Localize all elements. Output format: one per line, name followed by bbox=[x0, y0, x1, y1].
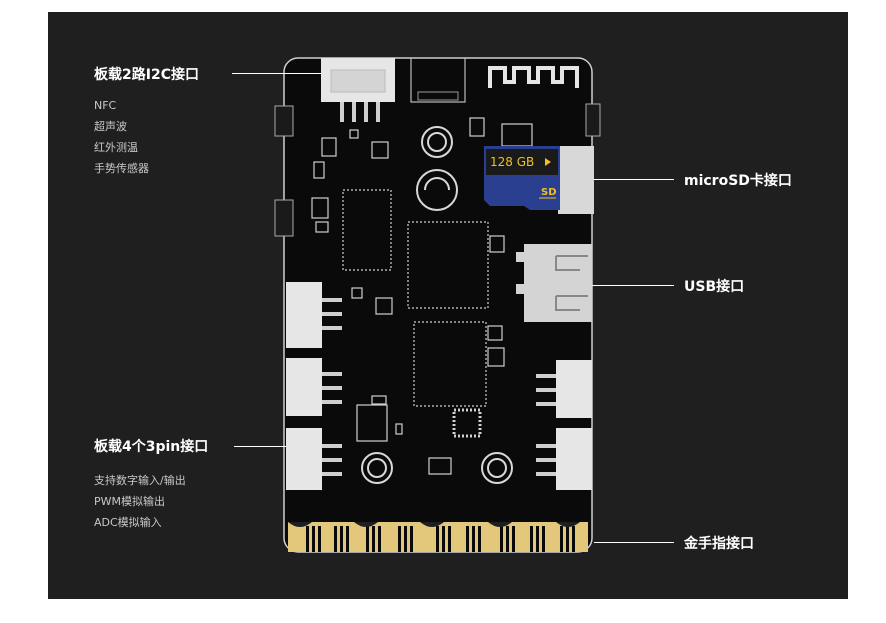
side-button-right bbox=[585, 103, 601, 137]
mount-holes bbox=[361, 126, 513, 484]
i2c-item: NFC bbox=[94, 99, 117, 112]
pin-list: 支持数字输入/输出 PWM模拟输出 ADC模拟输入 bbox=[94, 470, 186, 533]
pin-item: 支持数字输入/输出 bbox=[94, 474, 186, 487]
microsd-label: microSD卡接口 bbox=[684, 173, 792, 189]
goldfinger-label: 金手指接口 bbox=[684, 536, 754, 552]
leader-line-microsd bbox=[594, 179, 674, 180]
i2c-item: 超声波 bbox=[94, 120, 127, 133]
pin-legs-left bbox=[322, 298, 342, 476]
i2c-item: 红外测温 bbox=[94, 141, 138, 154]
small-chip bbox=[452, 408, 482, 438]
pin-connectors-right bbox=[556, 360, 592, 490]
leader-line-i2c bbox=[232, 73, 321, 74]
usb-label: USB接口 bbox=[684, 279, 745, 295]
pin-item: PWM模拟输出 bbox=[94, 495, 166, 508]
pin-connectors-left bbox=[286, 282, 322, 490]
leader-line-usb bbox=[592, 285, 674, 286]
leader-line-goldfinger bbox=[594, 542, 674, 543]
i2c-item: 手势传感器 bbox=[94, 162, 149, 175]
pin-title: 板载4个3pin接口 bbox=[94, 439, 209, 455]
microsd-slot bbox=[558, 146, 594, 214]
small-components bbox=[311, 117, 533, 475]
leader-line-pin bbox=[234, 446, 286, 447]
sensor-chip bbox=[356, 404, 388, 442]
sd-capacity: 128 GB bbox=[490, 155, 534, 169]
top-port bbox=[410, 57, 466, 103]
microsd-card bbox=[484, 146, 560, 210]
pin-item: ADC模拟输入 bbox=[94, 516, 162, 529]
i2c-list: NFC 超声波 红外测温 手势传感器 bbox=[94, 95, 149, 179]
chips bbox=[342, 189, 489, 407]
usb-port bbox=[516, 244, 592, 322]
side-button-mid-left bbox=[274, 199, 294, 237]
i2c-title: 板载2路I2C接口 bbox=[94, 67, 199, 83]
gold-finger bbox=[288, 522, 588, 552]
sd-badge: SD bbox=[541, 187, 557, 198]
side-button-top-left bbox=[274, 105, 294, 137]
pin-legs-right bbox=[536, 374, 556, 476]
i2c-connector-top bbox=[321, 58, 395, 122]
antenna bbox=[488, 66, 579, 88]
